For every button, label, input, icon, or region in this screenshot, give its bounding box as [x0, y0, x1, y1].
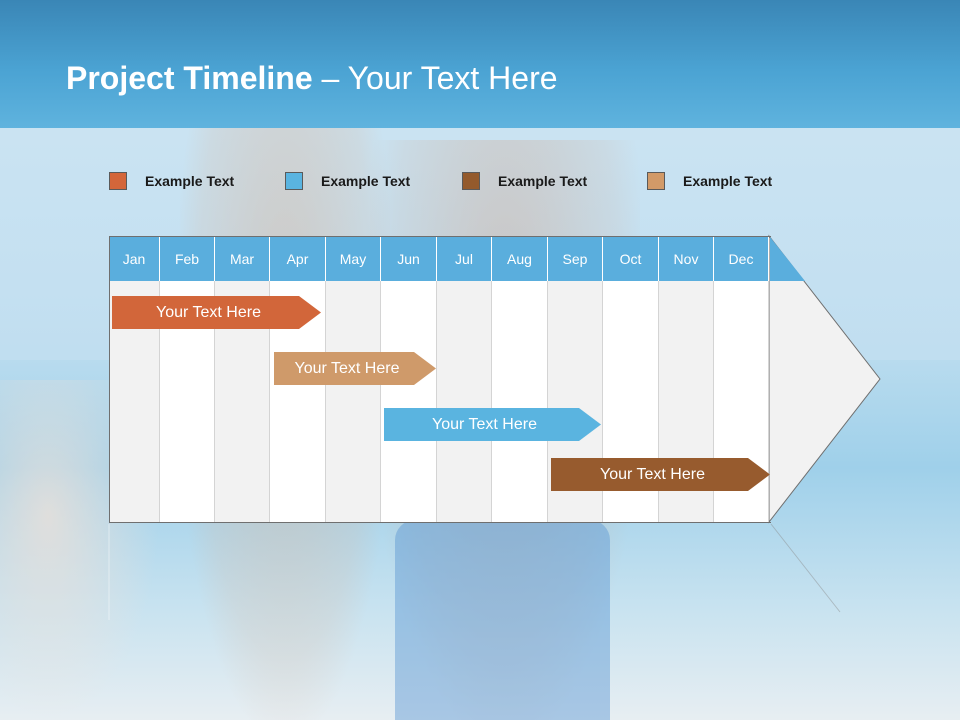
legend-label: Example Text [498, 173, 588, 189]
month-header-feb: Feb [160, 236, 215, 281]
month-header-jul: Jul [437, 236, 492, 281]
task-bar-label: Your Text Here [432, 415, 537, 433]
slide-title: Project Timeline – Your Text Here [66, 60, 558, 97]
legend-swatch [109, 172, 127, 190]
task-bar-label: Your Text Here [156, 303, 261, 321]
reflection-arrow-edge [770, 523, 841, 613]
legend-swatch [462, 172, 480, 190]
task-bar-label: Your Text Here [294, 359, 400, 377]
month-header-may: May [326, 236, 381, 281]
legend-item: Example Text [462, 170, 587, 192]
month-header-jan: Jan [109, 236, 160, 281]
task-bar[interactable]: Your Text Here [384, 408, 601, 441]
month-column [437, 281, 492, 522]
gantt-frame [109, 236, 771, 523]
title-rest-part: – Your Text Here [312, 60, 558, 96]
task-bar[interactable]: Your Text Here [274, 352, 436, 385]
background-shorts [395, 520, 610, 720]
legend-item: Example Text [285, 170, 410, 192]
task-bar[interactable]: Your Text Here [551, 458, 770, 491]
month-column [381, 281, 437, 522]
title-bold-part: Project Timeline [66, 60, 313, 96]
task-bar[interactable]: Your Text Here [112, 296, 321, 329]
month-header-aug: Aug [492, 236, 548, 281]
month-header-sep: Sep [548, 236, 603, 281]
legend-label: Example Text [683, 173, 773, 189]
legend-item: Example Text [647, 170, 772, 192]
month-header-oct: Oct [603, 236, 659, 281]
arrow-head-shape [768, 234, 881, 524]
legend-swatch [285, 172, 303, 190]
legend-label: Example Text [145, 173, 235, 189]
month-header-nov: Nov [659, 236, 714, 281]
month-header-apr: Apr [270, 236, 326, 281]
arrow-head-cap [770, 237, 805, 281]
legend-swatch [647, 172, 665, 190]
timeline-reflection [108, 523, 841, 620]
month-column [492, 281, 548, 522]
legend-item: Example Text [109, 170, 234, 192]
task-bar-label: Your Text Here [600, 465, 705, 483]
month-column [326, 281, 381, 522]
month-header-jun: Jun [381, 236, 437, 281]
month-header-dec: Dec [714, 236, 769, 281]
legend-label: Example Text [321, 173, 411, 189]
title-banner: Project Timeline – Your Text Here [0, 0, 960, 128]
month-header-mar: Mar [215, 236, 270, 281]
